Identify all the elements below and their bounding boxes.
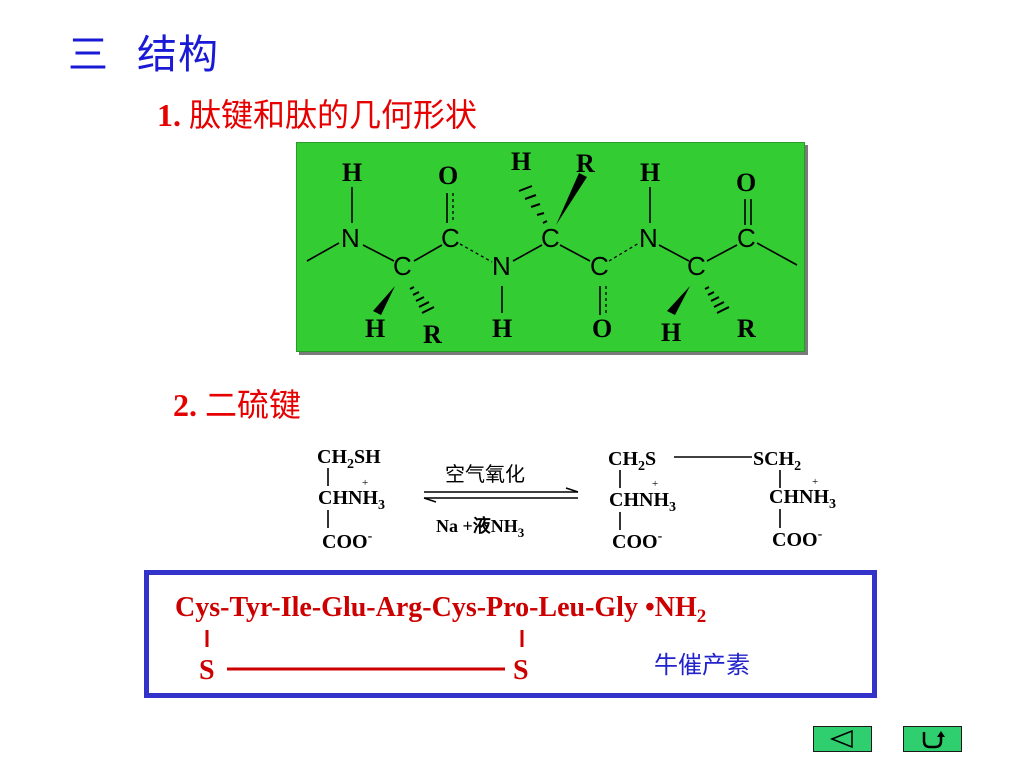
title-text: 结构 (137, 32, 219, 78)
hashed-bond (704, 286, 730, 314)
cystine-left-half: CH2S + CHNH3 COO- (608, 448, 676, 553)
atom-o: O (736, 168, 756, 197)
condition-oxidation: 空气氧化 (445, 462, 525, 486)
atom-h: H (342, 158, 362, 187)
svg-text:CH2SH: CH2SH (317, 446, 381, 472)
amino-acid-sequence: Cys-Tyr-Ile-Glu-Arg-Cys-Pro-Leu-Gly •NH2 (175, 592, 706, 627)
section-heading-disulfide: 2. 二硫键 (173, 380, 301, 426)
wedge-bond (667, 286, 690, 315)
title-number: 三 (68, 32, 109, 78)
disulfide-reaction-diagram: CH2SH + CHNH3 COO- 空气氧化 Na +液NH3 CH2S + … (317, 446, 836, 553)
atom-c: C (541, 223, 560, 253)
atom-c: C (393, 251, 412, 281)
previous-slide-button[interactable] (813, 726, 872, 752)
section-number: 1. (157, 97, 181, 133)
svg-text:+: + (812, 476, 818, 488)
atom-c: C (590, 251, 609, 281)
atom-r: R (423, 320, 442, 349)
bond (512, 244, 543, 262)
atom-h: H (365, 314, 385, 343)
svg-text:+: + (362, 477, 368, 489)
atom-h: H (492, 314, 512, 343)
bond (413, 244, 443, 262)
atom-o: O (438, 161, 458, 190)
atom-n: N (341, 223, 360, 253)
svg-text:+: + (652, 478, 658, 490)
svg-text:COO-: COO- (772, 527, 823, 551)
section-heading-peptide-bond: 1. 肽键和肽的几何形状 (157, 90, 477, 136)
peptide-geometry-panel: H N C H R O C N H H R C C O H N C H R O … (296, 142, 805, 352)
atom-h: H (661, 318, 681, 347)
atom-c: C (737, 223, 756, 253)
hashed-bond (409, 286, 435, 314)
atom-r: R (737, 314, 756, 343)
bond (706, 244, 738, 262)
atom-r: R (576, 149, 595, 178)
atom-c: C (687, 251, 706, 281)
bond (658, 244, 690, 262)
partial-double-bond (459, 243, 493, 263)
peptide-structure-diagram: H N C H R O C N H H R C C O H N C H R O … (306, 147, 798, 349)
triangle-left-icon (829, 729, 853, 749)
svg-text:SCH2: SCH2 (753, 448, 801, 474)
svg-text:COO-: COO- (612, 529, 663, 553)
svg-text:CHNH3: CHNH3 (769, 486, 836, 512)
wedge-bond (373, 286, 395, 315)
atom-o: O (592, 314, 612, 343)
svg-text:CHNH3: CHNH3 (318, 487, 385, 513)
wedge-bond (556, 173, 587, 225)
oxytocin-sequence-diagram: Cys-Tyr-Ile-Glu-Arg-Cys-Pro-Leu-Gly •NH2… (175, 592, 706, 686)
condition-reduction: Na +液NH3 (436, 515, 525, 540)
bond (559, 244, 591, 262)
oxytocin-name: 牛催产素 (654, 651, 750, 679)
return-button[interactable] (903, 726, 962, 752)
section-number: 2. (173, 387, 197, 423)
oxytocin-sequence-box: Cys-Tyr-Ile-Glu-Arg-Cys-Pro-Leu-Gly •NH2… (144, 570, 877, 698)
partial-double-bond (608, 242, 640, 262)
u-turn-arrow-icon (922, 731, 945, 749)
section-text: 肽键和肽的几何形状 (189, 96, 478, 134)
hashed-bond (518, 185, 548, 224)
cystine-right-half: SCH2 + CHNH3 COO- (753, 448, 836, 551)
atom-c: C (441, 223, 460, 253)
sulfur-right: S (513, 655, 529, 686)
atom-h: H (640, 158, 660, 187)
sulfur-left: S (199, 655, 215, 686)
bond (756, 242, 798, 266)
bond (306, 242, 340, 262)
bond (362, 244, 395, 262)
svg-text:COO-: COO- (322, 529, 373, 553)
atom-h: H (511, 147, 531, 176)
atom-n: N (639, 223, 658, 253)
slide-title: 三结构 (68, 22, 219, 80)
equilibrium-arrows: 空气氧化 Na +液NH3 (423, 462, 579, 540)
svg-text:CH2S: CH2S (608, 448, 656, 474)
section-text: 二硫键 (205, 386, 302, 424)
atom-n: N (492, 251, 511, 281)
cysteine-reduced: CH2SH + CHNH3 COO- (317, 446, 385, 553)
svg-text:CHNH3: CHNH3 (609, 489, 676, 515)
